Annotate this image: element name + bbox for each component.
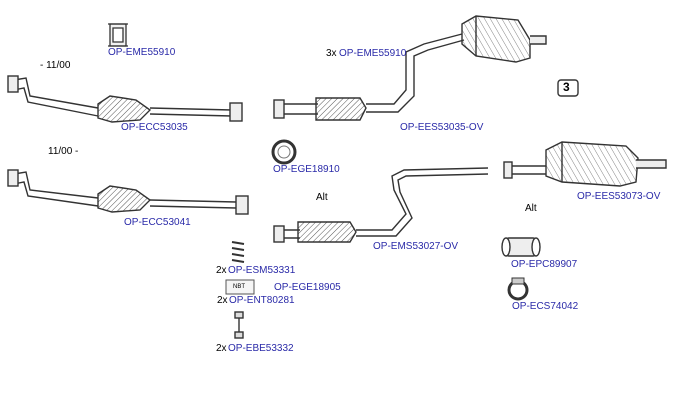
middle-pipe-drawing-2 — [273, 167, 489, 243]
rubber-mount-drawing — [108, 23, 128, 47]
tape-box-drawing — [225, 279, 255, 295]
part-link-esm53331[interactable]: OP-ESM53331 — [228, 265, 296, 276]
front-pipe-catalyst-drawing-2 — [7, 169, 249, 215]
part-link-ege18910[interactable]: OP-EGE18910 — [273, 164, 340, 175]
part-link-ees53035[interactable]: OP-EES53035-OV — [400, 122, 484, 133]
front-pipe-catalyst-drawing-1 — [7, 75, 243, 123]
part-link-ecc53035[interactable]: OP-ECC53035 — [121, 122, 188, 133]
bolt-drawing — [234, 311, 244, 339]
date-note-from-11-00: 11/00 - — [48, 146, 79, 157]
page-badge — [557, 79, 579, 97]
rear-silencer-drawing-1 — [461, 15, 547, 63]
part-link-ebe53332[interactable]: OP-EBE53332 — [228, 343, 294, 354]
rear-silencer-drawing-2 — [503, 141, 667, 187]
tape-box-label: NBT — [233, 284, 245, 290]
qty-3x: 3x — [326, 48, 337, 59]
pipe-connector-drawing — [501, 237, 541, 257]
part-link-ecs74042[interactable]: OP-ECS74042 — [512, 301, 579, 312]
part-link-epc89907[interactable]: OP-EPC89907 — [511, 259, 578, 270]
middle-pipe-drawing-1 — [273, 33, 465, 121]
qty-2x-bolt: 2x — [216, 343, 227, 354]
gasket-ring-drawing — [271, 139, 297, 165]
clamp-drawing — [507, 277, 529, 301]
page-badge-number: 3 — [563, 80, 570, 94]
part-link-ecc53041[interactable]: OP-ECC53041 — [124, 217, 191, 228]
part-link-eme55910[interactable]: OP-EME55910 — [108, 47, 176, 58]
part-link-ems53027[interactable]: OP-EMS53027-OV — [373, 241, 459, 252]
part-link-ege18905[interactable]: OP-EGE18905 — [274, 282, 341, 293]
qty-2x-tape: 2x — [217, 295, 228, 306]
alt-note-2: Alt — [525, 203, 537, 214]
qty-2x-spring: 2x — [216, 265, 227, 276]
part-link-ees53073[interactable]: OP-EES53073-OV — [577, 191, 661, 202]
date-note-until-11-00: - 11/00 — [40, 60, 71, 71]
spring-drawing — [231, 241, 245, 263]
part-link-eme55910-mid[interactable]: OP-EME55910 — [339, 48, 407, 59]
part-link-ent80281[interactable]: OP-ENT80281 — [229, 295, 295, 306]
alt-note-1: Alt — [316, 192, 328, 203]
